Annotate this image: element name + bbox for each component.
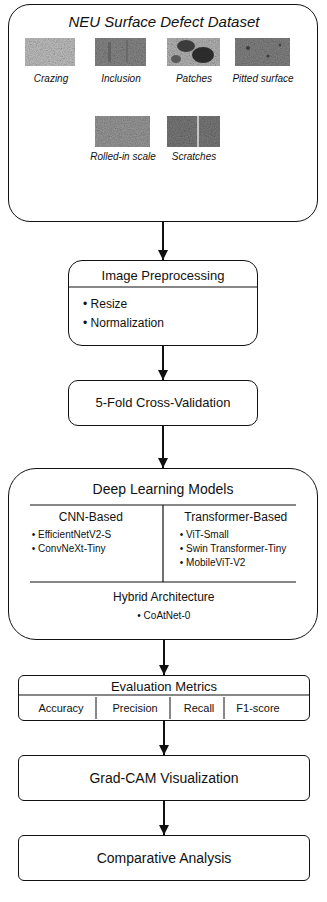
defect-label: Scratches [159,151,229,163]
process-box: Comparative Analysis [18,835,310,881]
defect-thumbnail [167,116,220,147]
flow-arrow [162,222,164,260]
cell-divider [170,697,171,719]
model-group: Transformer-Based • ViT-Small • Swin Trans… [166,507,306,580]
metric-cell: Accuracy [25,702,97,715]
bullet-item: • Resize [83,297,253,311]
metric-cell: F1-score [227,702,289,715]
model-name: • EfficientNetV2-S [32,529,160,541]
metrics-box: Evaluation MetricsAccuracyPrecisionRecal… [18,675,310,721]
defect-label: Crazing [16,73,86,85]
defect-thumbnail [95,116,150,147]
defect-thumbnail [25,38,75,66]
flow-arrow [162,346,164,380]
cell-divider [224,697,225,719]
model-name: • CoAtNet-0 [22,610,306,622]
model-name: • MobileViT-V2 [180,557,306,569]
model-group: CNN-Based • EfficientNetV2-S • ConvNeXt-Ti… [22,507,160,580]
defect-label: Inclusion [86,73,156,85]
box-title: Evaluation Metrics [19,679,309,695]
group-title: CNN-Based [22,510,160,524]
metric-cell: Precision [99,702,171,715]
defect-thumbnail [95,38,146,66]
model-name: • ViT-Small [180,529,306,541]
flow-arrow [162,426,164,468]
group-title: Transformer-Based [166,510,306,524]
model-name: • Swin Transformer-Tiny [180,543,306,555]
defect-thumbnail [235,38,290,66]
section-divider [30,581,296,582]
metric-cell: Recall [173,702,225,715]
models-box: Deep Learning ModelsCNN-Based • Efficient… [8,468,318,640]
bullet-item: • Normalization [83,316,253,330]
box-title: Image Preprocessing [69,268,257,284]
model-name: • ConvNeXt-Tiny [32,543,160,555]
title-divider [18,694,310,695]
box-title: Grad-CAM Visualization [19,770,309,787]
group-title: Hybrid Architecture [22,590,306,604]
defect-label: Pitted surface [218,73,308,85]
box-title: NEU Surface Defect Dataset [9,13,319,31]
flow-arrow [163,721,165,755]
dataset-box: NEU Surface Defect DatasetCrazingInclusi… [8,4,318,222]
defect-label: Rolled-in scale [81,151,165,163]
model-group: Hybrid Architecture • CoAtNet-0 [22,584,306,636]
column-divider [162,505,163,582]
flow-arrow [163,640,165,675]
title-divider [68,286,258,287]
process-box: Image Preprocessing • Resize • Normalizati… [68,260,258,346]
box-title: 5-Fold Cross-Validation [69,395,257,411]
box-title: Deep Learning Models [9,481,317,498]
box-title: Comparative Analysis [19,850,309,867]
cell-divider [96,697,97,719]
defect-thumbnail [167,38,220,66]
flow-arrow [163,801,165,835]
process-box: Grad-CAM Visualization [18,755,310,801]
defect-label: Patches [158,73,230,85]
process-box: 5-Fold Cross-Validation [68,380,258,426]
